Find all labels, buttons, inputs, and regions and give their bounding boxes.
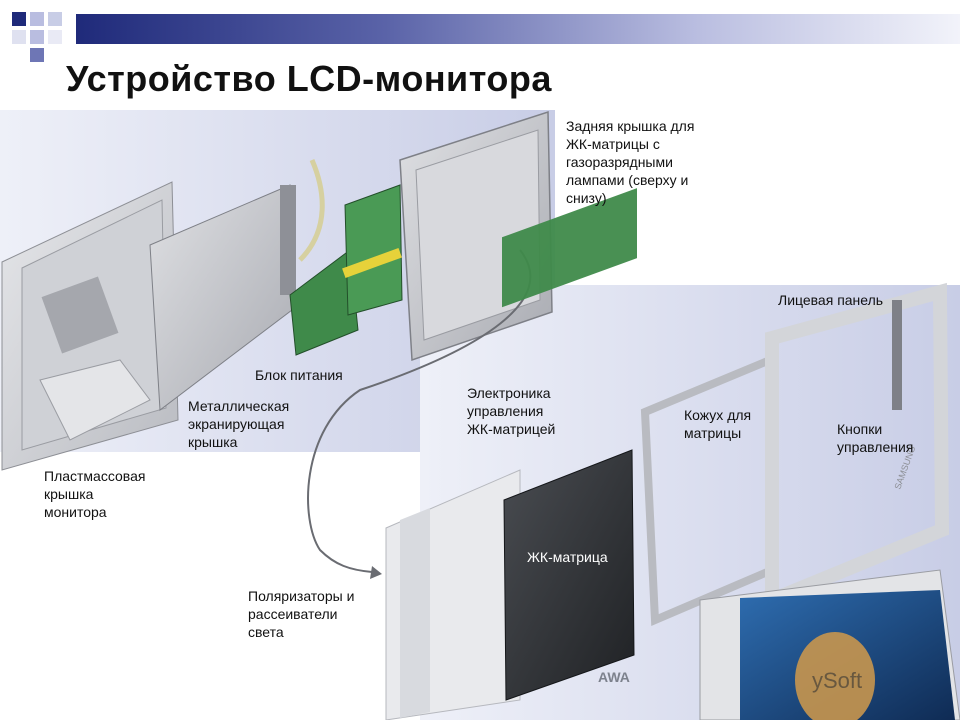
label-area-bottom-left: [0, 452, 420, 720]
label-lcd-electronics: Электроника управления ЖК-матрицей: [467, 385, 556, 437]
polarizer-pointer-arrow: [307, 249, 532, 573]
label-metal-shield: Металлическая экранирующая крышка: [188, 398, 290, 450]
power-unit-board: [289, 249, 359, 356]
label-back-cover: Задняя крышка для ЖК-матрицы с газоразря…: [566, 118, 695, 206]
lcd-electronics-strip: [502, 188, 637, 308]
header-square-2: [30, 12, 44, 26]
power-unit-yellow-tape: [342, 248, 402, 278]
label-plastic-cover: Пластмассовая крышка монитора: [44, 468, 146, 520]
polarizer-sheet-back: [400, 508, 430, 718]
header-square-3: [48, 12, 62, 26]
shield-bracket: [280, 185, 296, 295]
header-square-5: [12, 30, 26, 44]
stand-mount: [41, 276, 119, 354]
header-square-1: [12, 12, 26, 26]
monitor-stand: [39, 359, 151, 441]
power-unit-cable: [298, 159, 325, 262]
header-square-6: [30, 48, 44, 62]
polarizer-arrow-head: [370, 566, 382, 579]
header-square-4: [30, 30, 44, 44]
label-power-unit: Блок питания: [255, 367, 343, 383]
label-front-panel: Лицевая панель: [778, 292, 884, 308]
page-title: Устройство LCD-монитора: [66, 58, 552, 99]
label-lcd-matrix: ЖК-матрица: [527, 549, 608, 565]
power-unit-board-2: [344, 184, 403, 316]
screen-character: [795, 632, 875, 720]
header-gradient-bar: [76, 14, 960, 44]
brand-mark-awa: AWA: [598, 669, 630, 685]
label-polarizers: Поляризаторы и рассеиватели света: [248, 588, 355, 640]
front-bezel: [765, 282, 950, 611]
label-control-buttons: Кнопки управления: [837, 421, 914, 455]
header-square-7: [48, 30, 62, 44]
lcd-matrix: [503, 449, 635, 701]
control-buttons-strip: [892, 300, 902, 410]
label-matrix-case: Кожух для матрицы: [684, 407, 752, 441]
screen-caption-text: ySoft: [812, 668, 862, 693]
